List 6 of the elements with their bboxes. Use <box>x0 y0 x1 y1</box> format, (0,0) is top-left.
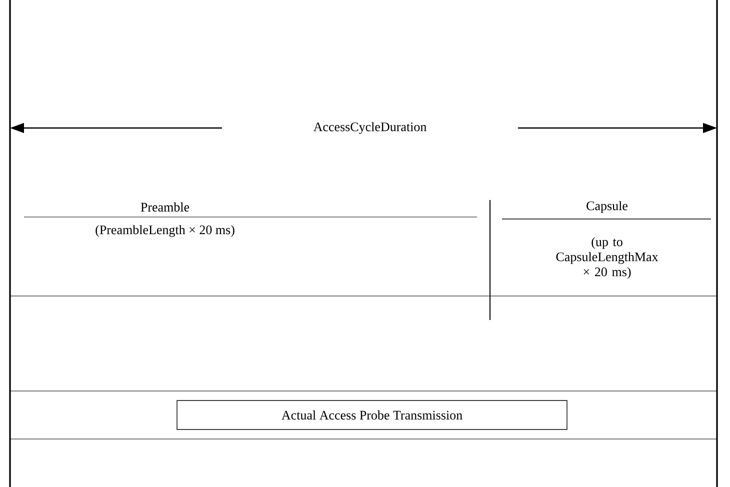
segment-duration: (up to CapsuleLengthMax × 20 ms) <box>556 237 658 279</box>
dimension-label: AccessCycleDuration <box>313 122 426 134</box>
segment-duration: (PreambleLength × 20 ms) <box>96 225 234 237</box>
segment-heading: Preamble <box>140 202 190 212</box>
transmission-box: Actual Access Probe Transmission <box>176 400 568 430</box>
segment-heading: Capsule <box>586 201 628 213</box>
